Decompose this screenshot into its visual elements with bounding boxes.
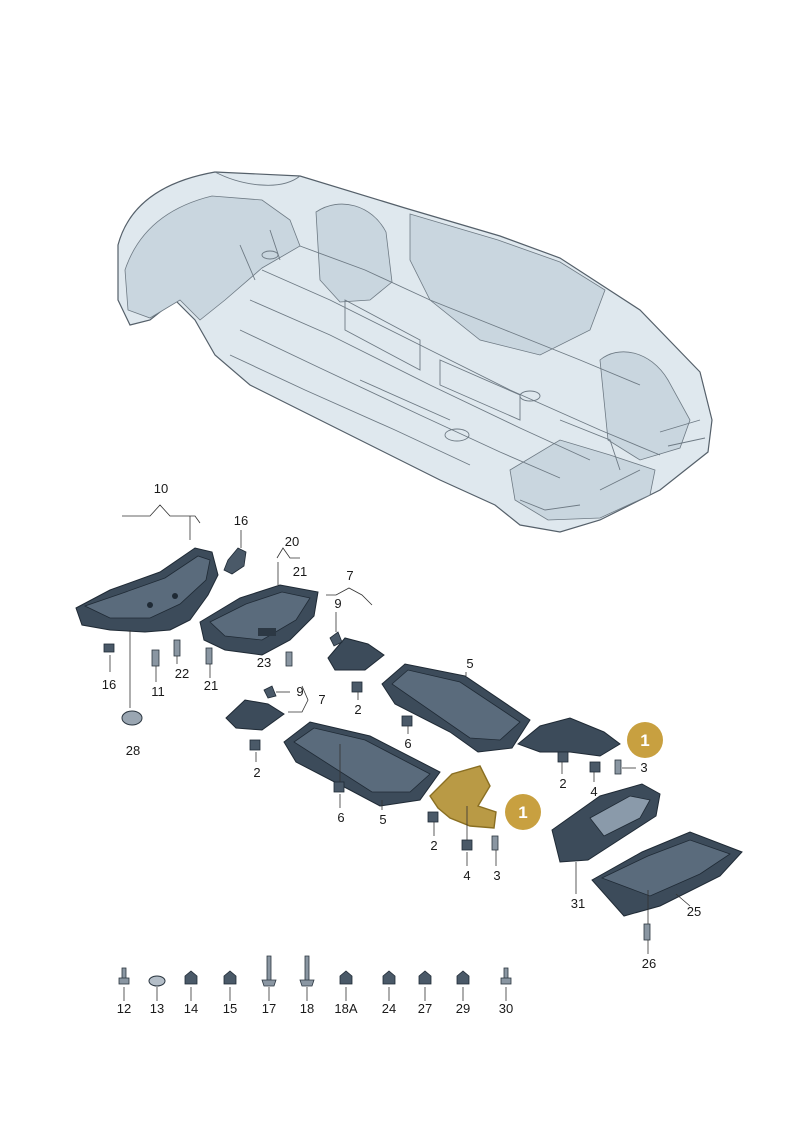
callout-1-text: 1	[640, 731, 649, 750]
label-4: 4	[590, 784, 597, 799]
hardware-label: 12	[117, 1001, 131, 1016]
hardware-item: 13	[148, 975, 166, 1016]
washer-icon	[148, 975, 166, 987]
clip-nut-icon	[418, 970, 432, 985]
hardware-item: 17	[261, 955, 277, 1016]
label-21: 21	[293, 564, 307, 579]
rear-underbody-panel	[591, 831, 743, 917]
leader-lines	[109, 504, 691, 954]
label-4: 4	[463, 868, 470, 883]
hardware-label: 30	[499, 1001, 513, 1016]
hardware-label: 24	[382, 1001, 396, 1016]
small-cover-bracket-lower	[225, 685, 285, 731]
hardware-item: 27	[418, 970, 432, 1016]
fasteners	[103, 639, 651, 941]
car-underbody	[117, 171, 713, 533]
clip-nut-icon	[339, 970, 353, 985]
bolt-icon	[500, 967, 512, 985]
part-labels: 10 16 20 21 7 9 16 11 22 21 23 5 2 6 28 …	[102, 481, 701, 971]
label-22: 22	[175, 666, 189, 681]
clip-nut-icon	[382, 970, 396, 985]
hardware-label: 18A	[334, 1001, 357, 1016]
label-6: 6	[337, 810, 344, 825]
label-28: 28	[126, 743, 140, 758]
label-23: 23	[257, 655, 271, 670]
hardware-item: 29	[456, 970, 470, 1016]
middle-front-panel	[199, 584, 319, 656]
hardware-item: 18A	[334, 970, 358, 1016]
hardware-row: 12 13 14 15 17 18 18A 24 27 29 30	[117, 955, 513, 1016]
hardware-label: 17	[262, 1001, 276, 1016]
hardware-item: 30	[499, 967, 513, 1016]
label-11: 11	[151, 684, 165, 699]
hardware-item: 24	[382, 970, 396, 1016]
hardware-label: 13	[150, 1001, 164, 1016]
hardware-item: 14	[184, 970, 198, 1016]
bracket-top	[223, 547, 247, 575]
label-31: 31	[571, 896, 585, 911]
hardware-label: 27	[418, 1001, 432, 1016]
long-panel-lower	[283, 721, 441, 807]
hardware-item: 12	[117, 967, 131, 1016]
callout-1-center: 1	[505, 794, 541, 830]
label-10: 10	[154, 481, 168, 496]
label-7: 7	[346, 568, 353, 583]
label-20: 20	[285, 534, 299, 549]
label-25: 25	[687, 904, 701, 919]
label-5: 5	[466, 656, 473, 671]
label-26: 26	[642, 956, 656, 971]
label-9: 9	[296, 684, 303, 699]
clip-nut-icon	[456, 970, 470, 985]
hardware-label: 18	[300, 1001, 314, 1016]
small-cover-bracket	[327, 631, 385, 671]
label-3: 3	[640, 760, 647, 775]
label-6: 6	[404, 736, 411, 751]
rear-right-bracket	[517, 717, 621, 757]
screw-icon	[261, 955, 277, 987]
highlighted-heat-shield	[429, 765, 497, 829]
hardware-item: 15	[223, 970, 237, 1016]
long-panel-upper	[381, 663, 531, 753]
clip-nut-icon	[184, 970, 198, 985]
callout-1-text: 1	[518, 803, 527, 822]
label-16: 16	[234, 513, 248, 528]
clip-nut-icon	[223, 970, 237, 985]
label-3: 3	[493, 868, 500, 883]
label-21: 21	[204, 678, 218, 693]
rear-heat-shield	[551, 783, 661, 863]
label-7: 7	[318, 692, 325, 707]
screw-icon	[299, 955, 315, 987]
label-2: 2	[559, 776, 566, 791]
front-underbody-panel	[75, 547, 219, 633]
label-2: 2	[253, 765, 260, 780]
hardware-label: 15	[223, 1001, 237, 1016]
bolt-icon	[118, 967, 130, 985]
hardware-label: 14	[184, 1001, 198, 1016]
label-9: 9	[334, 596, 341, 611]
label-16: 16	[102, 677, 116, 692]
label-5: 5	[379, 812, 386, 827]
label-2: 2	[430, 838, 437, 853]
hardware-item: 18	[299, 955, 315, 1016]
callout-1-right: 1	[627, 722, 663, 758]
hardware-label: 29	[456, 1001, 470, 1016]
label-2: 2	[354, 702, 361, 717]
